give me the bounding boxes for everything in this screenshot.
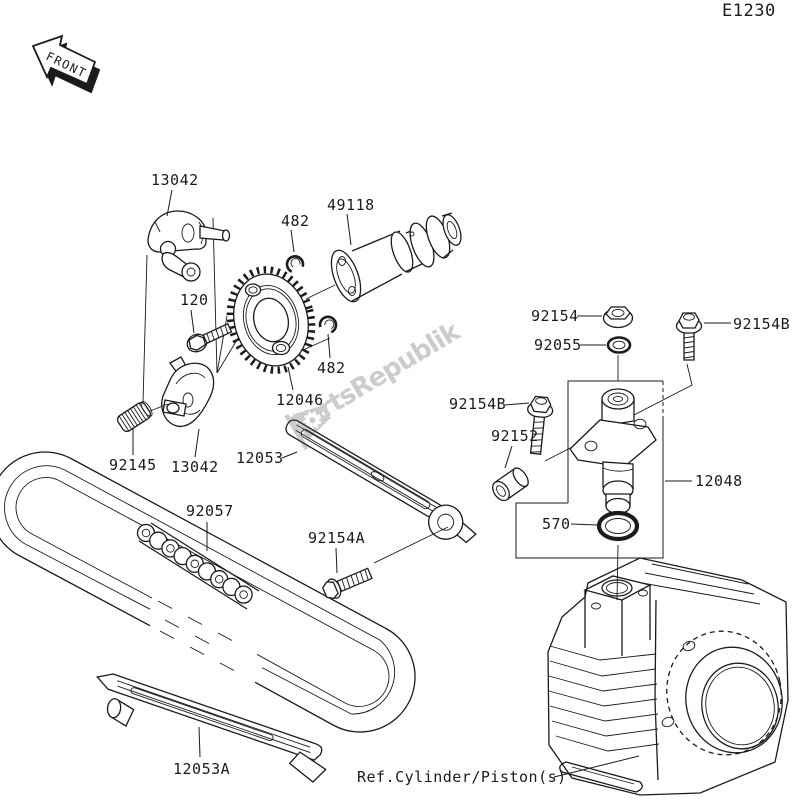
cylinder-reference-drawing xyxy=(547,557,789,796)
o-ring-92055-drawing xyxy=(606,336,632,354)
chain-guide-rear-drawing xyxy=(96,673,327,783)
tensioner-12048-drawing xyxy=(569,388,657,515)
part-callout-120: 120 xyxy=(180,291,209,309)
spring-92145-drawing xyxy=(116,401,169,432)
cam-sprocket-drawing xyxy=(226,266,316,374)
e-clip-a-drawing xyxy=(285,255,305,273)
part-callout-92154b-right: 92154B xyxy=(733,315,790,333)
camshaft-drawing xyxy=(330,204,466,306)
e-clip-b-drawing xyxy=(318,315,338,334)
part-callout-13042-b: 13042 xyxy=(171,458,219,476)
part-callout-92154a: 92154A xyxy=(308,529,365,547)
part-callout-49118: 49118 xyxy=(327,196,375,214)
front-arrow-icon: FRONT xyxy=(31,34,101,94)
bolt-120-drawing xyxy=(186,322,233,353)
part-callout-12053: 12053 xyxy=(236,449,284,467)
part-callout-92057: 92057 xyxy=(186,502,234,520)
part-callout-12048: 12048 xyxy=(695,472,743,490)
leader-lines xyxy=(132,189,731,778)
bolt-92154a-drawing xyxy=(322,567,373,600)
part-callout-13042-a: 13042 xyxy=(151,171,199,189)
part-callout-482-b: 482 xyxy=(317,359,346,377)
cam-sprocket-bolts xyxy=(244,283,291,356)
part-callout-12046: 12046 xyxy=(276,391,324,409)
diagram-code: E1230 xyxy=(722,1,776,21)
part-callout-92055: 92055 xyxy=(534,336,582,354)
bolt-92154b-right-drawing xyxy=(675,312,703,361)
o-ring-570-drawing xyxy=(596,510,640,542)
part-callout-92145: 92145 xyxy=(109,456,157,474)
callout-labels: 13042 49118 482 120 92154 92154B 92055 4… xyxy=(109,1,790,786)
part-callout-92154: 92154 xyxy=(531,307,579,325)
watermark: PartsRepublik xyxy=(284,317,464,451)
rocker-arm-drawing xyxy=(147,210,231,282)
reference-note: Ref.Cylinder/Piston(s) xyxy=(357,768,567,786)
bolt-92154b-left-drawing xyxy=(527,395,554,455)
part-callout-570: 570 xyxy=(542,515,571,533)
chain-guide-front-drawing xyxy=(285,419,477,544)
pin-92152-drawing xyxy=(492,467,529,502)
part-callout-12053a: 12053A xyxy=(173,760,230,778)
follower-arm-drawing xyxy=(161,356,215,428)
part-callout-482-a: 482 xyxy=(281,212,310,230)
nut-92154-drawing xyxy=(602,306,634,329)
flag-gear-icon xyxy=(284,404,332,451)
part-callout-92154b-left: 92154B xyxy=(449,395,506,413)
cam-chain-drawing xyxy=(0,451,416,733)
part-callout-92152: 92152 xyxy=(491,427,539,445)
